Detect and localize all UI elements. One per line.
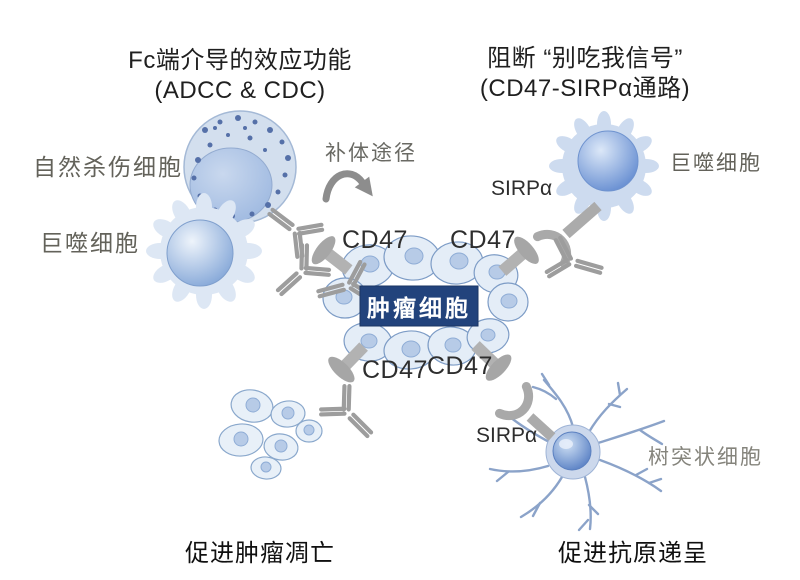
tumor-cell-label: 肿瘤细胞 bbox=[367, 295, 471, 322]
title-block-line2: (CD47-SIRPα通路) bbox=[479, 75, 691, 102]
title-block-line1: 阻断 “别吃我信号” bbox=[487, 45, 683, 72]
apoptotic-cells bbox=[218, 389, 323, 480]
macrophage-left-label: 巨噬细胞 bbox=[40, 231, 140, 257]
dendritic-cell-illustration bbox=[488, 372, 666, 532]
caption-promote-apoptosis: 促进肿瘤凋亡 bbox=[185, 540, 335, 567]
cd47-label-bottom-left: CD47 bbox=[362, 356, 428, 384]
macrophage-right-label: 巨噬细胞 bbox=[670, 151, 762, 175]
complement-pathway-label: 补体途径 bbox=[325, 141, 417, 165]
macrophage-right-illustration bbox=[549, 111, 659, 221]
sirpa-label-top: SIRPα bbox=[491, 177, 553, 200]
dendritic-cell-label: 树突状细胞 bbox=[648, 445, 763, 469]
title-block-signal: 阻断 “别吃我信号” (CD47-SIRPα通路) bbox=[440, 44, 730, 104]
sirpa-receptor-macrophage-icon bbox=[537, 201, 602, 264]
cd47-label-top-right: CD47 bbox=[450, 226, 516, 254]
caption-promote-antigen-presentation: 促进抗原递呈 bbox=[558, 540, 708, 567]
complement-arrow-icon bbox=[322, 170, 373, 203]
antibody-icon bbox=[546, 237, 607, 290]
tumor-label-box bbox=[359, 285, 479, 327]
cd47-label-bottom-right: CD47 bbox=[427, 352, 493, 380]
nk-cell-label: 自然杀伤细胞 bbox=[33, 155, 183, 181]
title-fc-effector: Fc端介导的效应功能 (ADCC & CDC) bbox=[95, 46, 385, 106]
sirpa-receptor-dendritic-icon bbox=[499, 386, 556, 441]
cd47-label-top-left: CD47 bbox=[342, 226, 408, 254]
sirpa-label-bottom: SIRPα bbox=[476, 424, 538, 447]
title-fc-line2: (ADCC & CDC) bbox=[154, 77, 326, 104]
macrophage-left-illustration bbox=[146, 193, 262, 309]
antibody-icon bbox=[319, 384, 384, 449]
title-fc-line1: Fc端介导的效应功能 bbox=[128, 47, 352, 74]
